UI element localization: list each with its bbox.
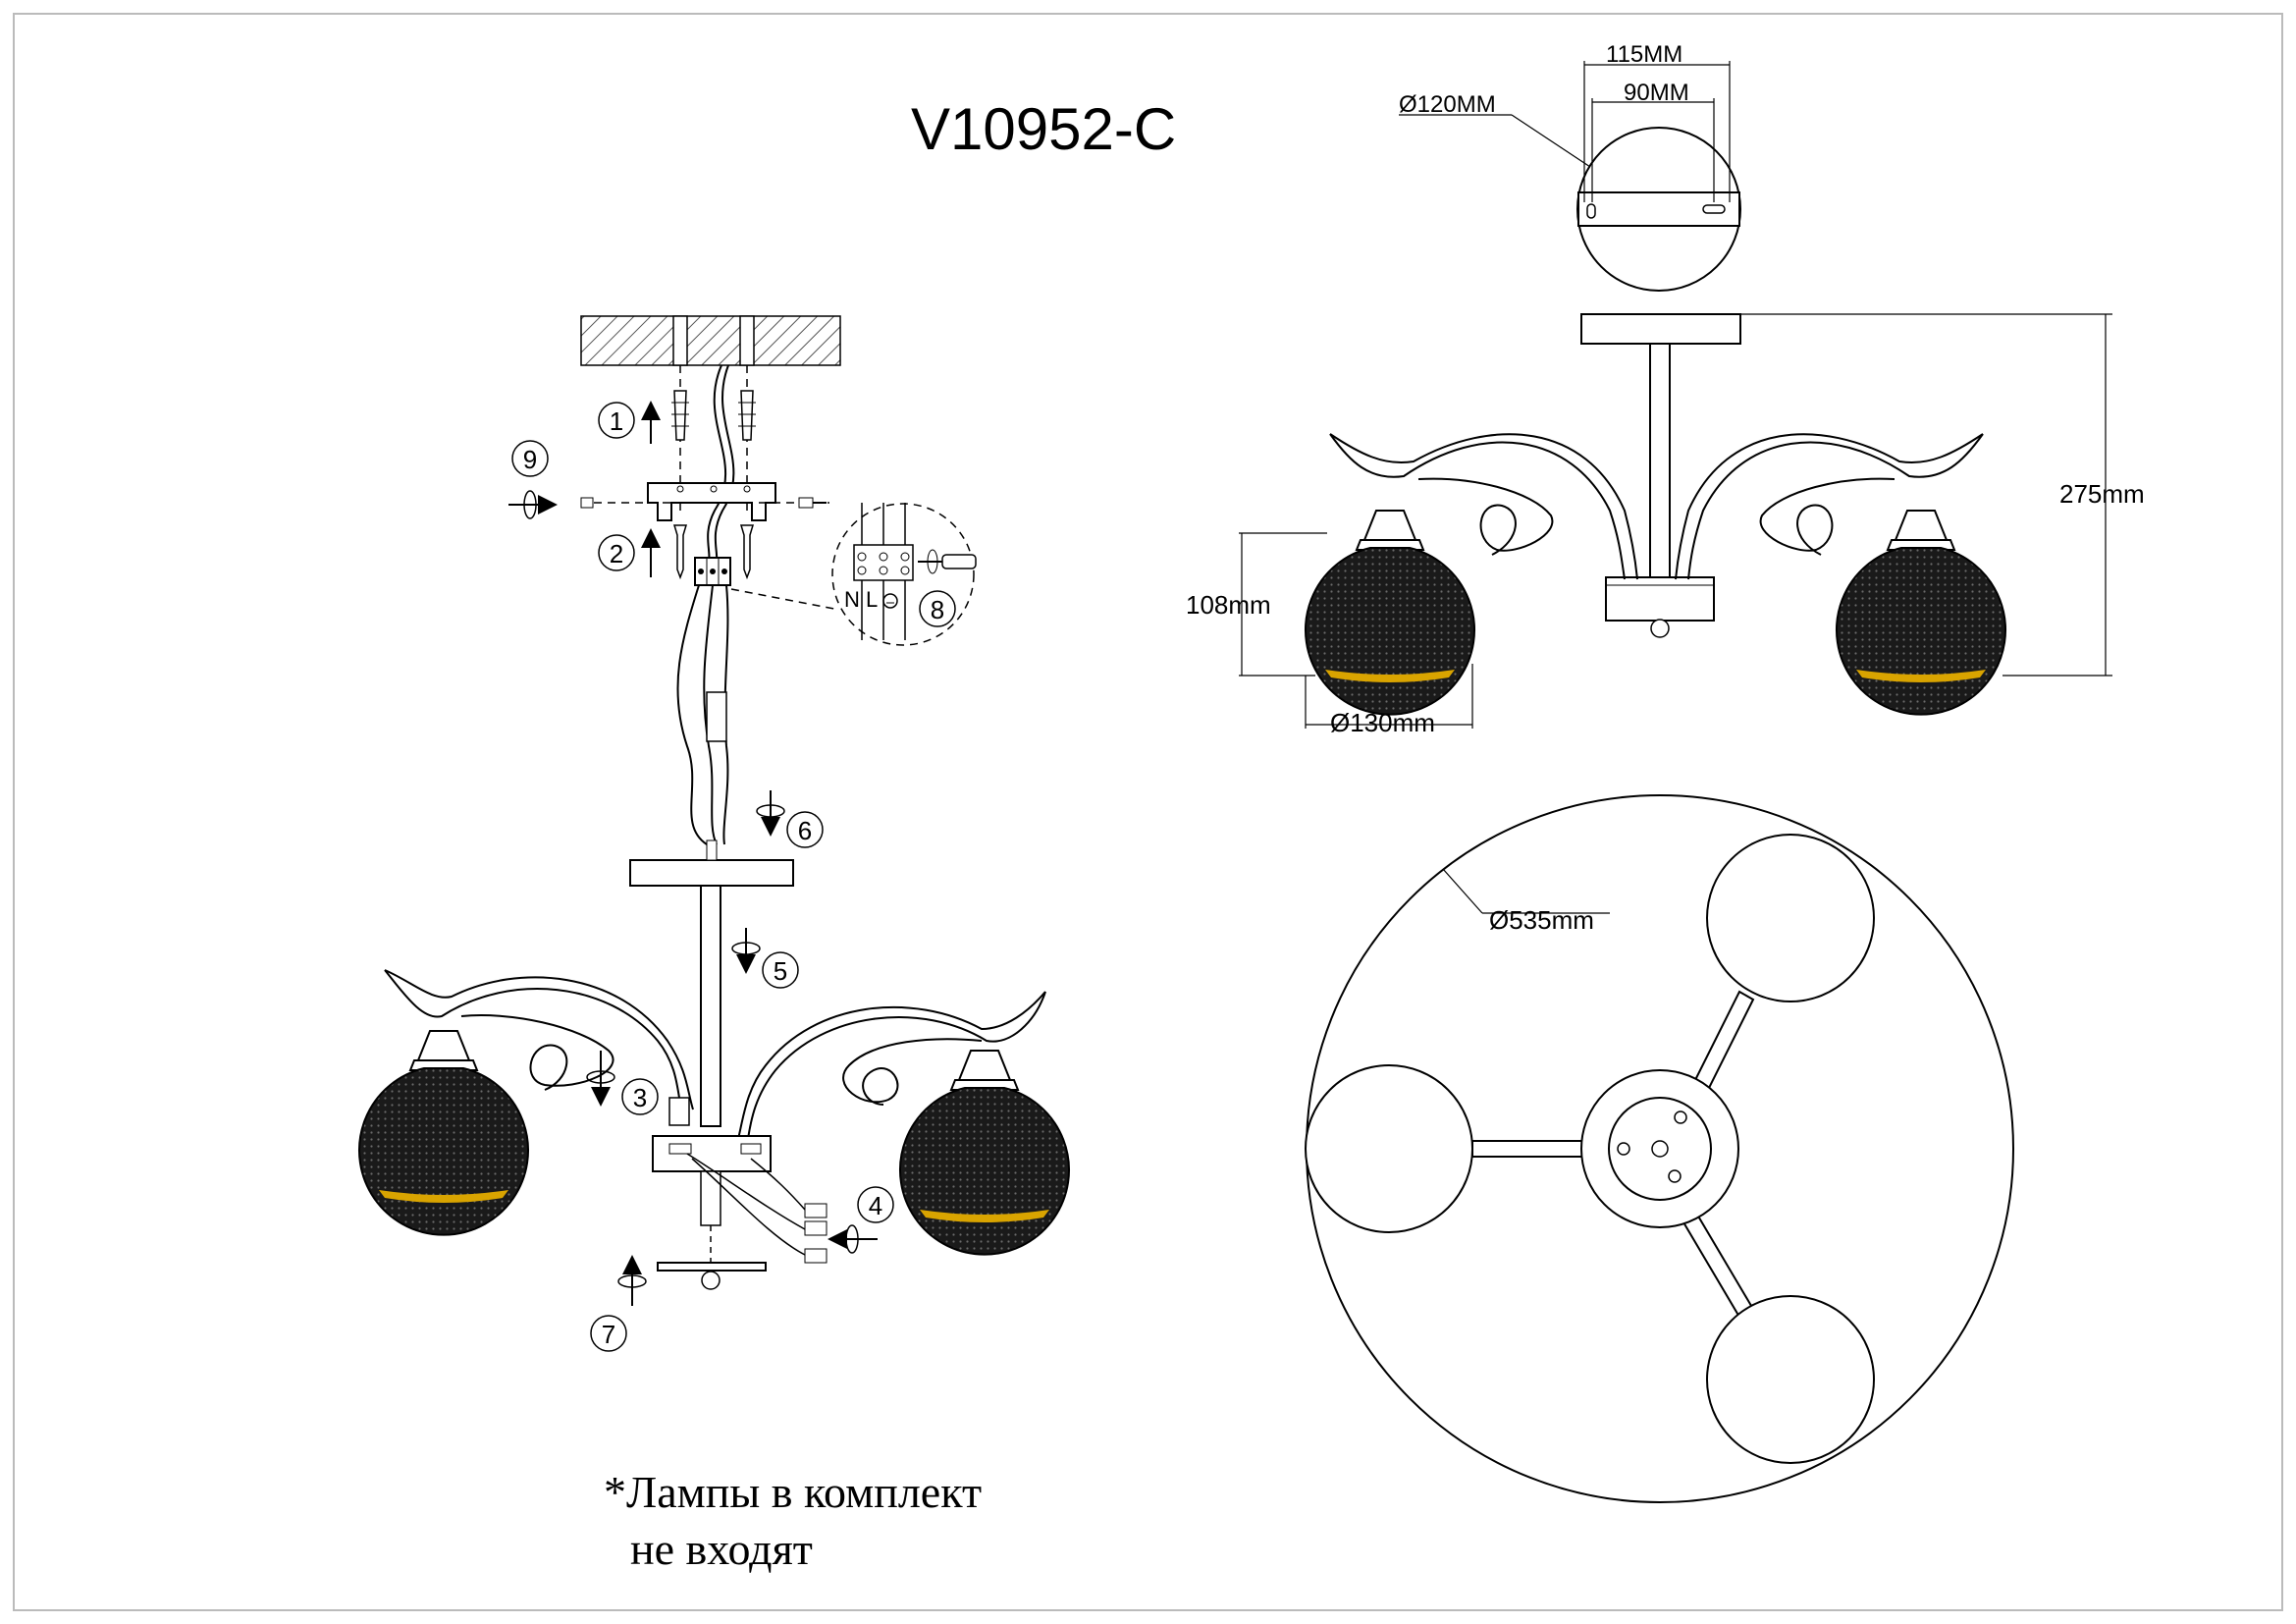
- left-shade: [358, 1030, 529, 1236]
- dim-total-height: 275mm: [2059, 479, 2145, 509]
- side-screw-icon: [580, 497, 827, 509]
- center-body: [652, 1135, 772, 1286]
- step-5-arrow: [731, 928, 761, 974]
- left-arm: [384, 969, 694, 1126]
- step-5-label: 5: [774, 956, 787, 986]
- side-elevation: [1239, 313, 2112, 729]
- right-arm: [737, 991, 1046, 1140]
- plan-view: [1305, 794, 2014, 1503]
- screwdriver-icon: [918, 549, 977, 574]
- page-border: [13, 13, 2283, 1611]
- screw-icon: [672, 524, 755, 580]
- canopy-top-view: [1399, 61, 1741, 292]
- stem-rod: [700, 885, 721, 1127]
- dim-overall-diameter: Ø535mm: [1489, 905, 1594, 935]
- wall-plug-icon: [671, 390, 756, 441]
- connector-block: [853, 503, 914, 640]
- right-shade: [899, 1050, 1070, 1256]
- step-3-arrow: [586, 1051, 615, 1107]
- dim-shade-height: 108mm: [1186, 590, 1271, 620]
- step-7-arrow: [617, 1255, 647, 1306]
- neutral-label: N: [844, 587, 860, 612]
- dim-hole-spacing-inner: 90MM: [1624, 80, 1689, 106]
- step-9-label: 9: [523, 445, 537, 474]
- step-1-label: 1: [610, 406, 623, 436]
- step-4-label: 4: [869, 1191, 882, 1220]
- step-4-arrow: [828, 1224, 878, 1254]
- step-8-label: 8: [931, 595, 944, 624]
- dim-shade-diameter: Ø130mm: [1330, 708, 1435, 737]
- assembly-diagram: 1 9 2: [358, 315, 1070, 1352]
- canopy-plate: [629, 859, 794, 887]
- dim-hole-spacing-outer: 115MM: [1606, 41, 1682, 68]
- step-6-arrow: [756, 790, 785, 837]
- ground-icon: [882, 593, 898, 609]
- step-2-label: 2: [610, 539, 623, 568]
- ceiling-section: [580, 315, 841, 366]
- note-line-2: не входят: [630, 1524, 813, 1574]
- step-3-label: 3: [633, 1083, 647, 1112]
- note-line-1: *Лампы в комплект: [604, 1467, 982, 1517]
- terminal-block: [694, 557, 731, 586]
- bottom-cap: [657, 1262, 767, 1272]
- wire-connectors: [686, 1153, 828, 1264]
- dim-canopy-diameter: Ø120MM: [1399, 91, 1496, 118]
- step-7-label: 7: [602, 1320, 615, 1349]
- live-label: L: [866, 587, 878, 612]
- step-6-label: 6: [798, 816, 812, 845]
- model-title: V10952-C: [911, 96, 1176, 162]
